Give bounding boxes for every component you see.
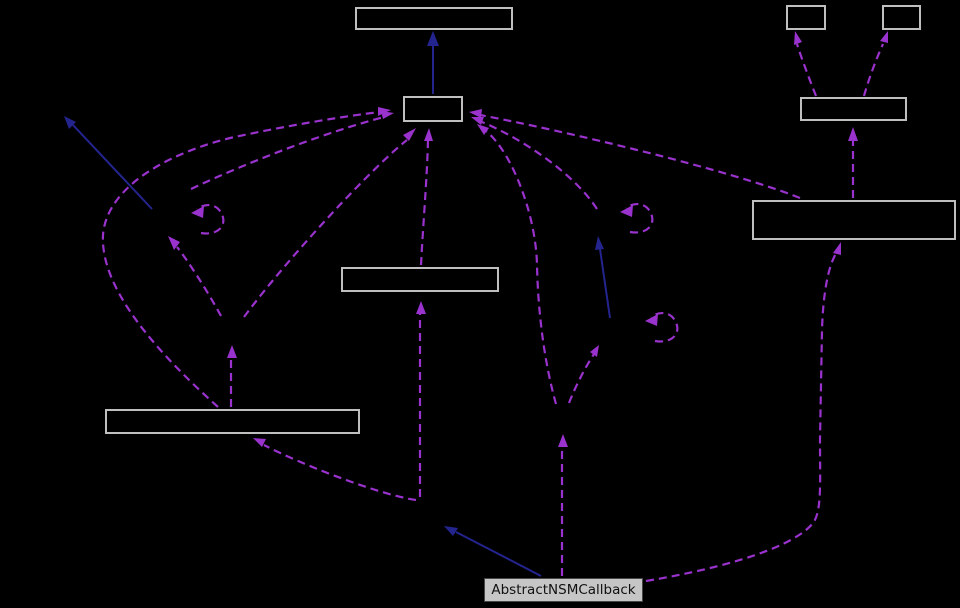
arrowhead-icon <box>620 205 633 217</box>
edge-line <box>862 43 884 97</box>
self-loop-upper-right <box>620 203 654 234</box>
arrowhead-icon <box>590 345 599 357</box>
edge-line <box>72 124 153 210</box>
self-loop-line <box>196 204 225 235</box>
edge-line <box>101 110 381 408</box>
usage-edge-midright-to-hub <box>471 117 598 210</box>
arrowhead-icon <box>427 31 439 46</box>
usage-edge-diag-to-hub <box>243 128 416 318</box>
edge-line <box>176 246 222 317</box>
edge-line <box>599 248 611 319</box>
arrowhead-icon <box>381 111 394 119</box>
edge-line <box>481 120 598 210</box>
edge-line <box>263 444 417 502</box>
edge-line <box>455 531 542 577</box>
class-node-right-upper[interactable] <box>800 97 907 121</box>
arrowhead-icon <box>378 107 391 116</box>
inheritance-edge-left <box>64 116 153 210</box>
usage-edge-rightlarge-to-hub <box>469 109 801 200</box>
inheritance-edge-main <box>444 526 542 577</box>
arrowhead-icon <box>595 236 604 250</box>
usage-edge-centerwide-to-hub <box>419 128 433 266</box>
class-node-right-large[interactable] <box>752 200 956 240</box>
arrowhead-icon <box>848 127 858 141</box>
arrowhead-icon <box>168 236 180 250</box>
usage-edge-to-leftnode <box>168 236 222 317</box>
edge-line <box>567 353 595 404</box>
arrowhead-icon <box>833 242 841 255</box>
usage-edge-rightlarge-to-rightupper <box>848 127 858 198</box>
edge-line <box>479 113 801 200</box>
arrowhead-icon <box>424 128 433 141</box>
self-loop-line <box>650 312 679 343</box>
edge-line <box>645 251 838 583</box>
class-node-hub[interactable] <box>403 96 463 122</box>
usage-edge-rightupper-to-b <box>862 31 888 97</box>
arrowhead-icon <box>469 109 482 118</box>
class-node-center-wide[interactable] <box>341 267 499 292</box>
class-node-top-right-b[interactable] <box>882 5 921 30</box>
main-class-node: AbstractNSMCallback <box>484 578 643 602</box>
edge-line <box>190 115 385 190</box>
usage-edge-leftwide-to-hub <box>101 107 391 408</box>
class-node-top-right-a[interactable] <box>786 5 826 30</box>
usage-edge-leftnode-to-hub <box>190 111 394 190</box>
arrowhead-icon <box>253 438 266 447</box>
arrowhead-icon <box>227 345 237 358</box>
usage-edge-rightupper-to-a <box>794 31 818 97</box>
arrowhead-icon <box>558 434 568 447</box>
arrowhead-icon <box>880 31 888 43</box>
edge-line <box>795 43 818 97</box>
inheritance-edge-midright <box>595 236 611 319</box>
usage-edge-lower-to-hub <box>477 124 558 405</box>
class-node-top-wide[interactable] <box>355 7 513 30</box>
usage-edge-leftwide-up <box>227 345 237 407</box>
arrowhead-icon <box>64 116 76 129</box>
usage-edge-main-up-center <box>558 434 568 576</box>
arrowhead-icon <box>794 31 802 45</box>
usage-edge-base-to-centerwide <box>416 301 426 497</box>
inheritance-edge-hub-to-top <box>427 31 439 94</box>
self-loop-line <box>625 203 654 234</box>
arrowhead-icon <box>471 117 484 125</box>
edge-line <box>419 139 430 266</box>
usage-edge-base-to-leftwide <box>253 438 417 502</box>
arrowhead-icon <box>645 314 658 326</box>
arrowhead-icon <box>416 301 426 314</box>
arrowhead-icon <box>191 206 204 218</box>
usage-edge-lower-split <box>567 345 599 404</box>
arrowhead-icon <box>444 526 458 536</box>
arrowhead-icon <box>403 128 416 141</box>
edge-line <box>485 130 558 405</box>
self-loop-lower-right <box>645 312 679 343</box>
self-loop-left <box>191 204 225 235</box>
edge-line <box>243 139 408 318</box>
class-node-left-wide[interactable] <box>105 409 360 434</box>
main-class-label: AbstractNSMCallback <box>491 582 636 598</box>
usage-edge-main-to-rightlarge <box>645 242 841 583</box>
arrowhead-icon <box>477 124 489 135</box>
